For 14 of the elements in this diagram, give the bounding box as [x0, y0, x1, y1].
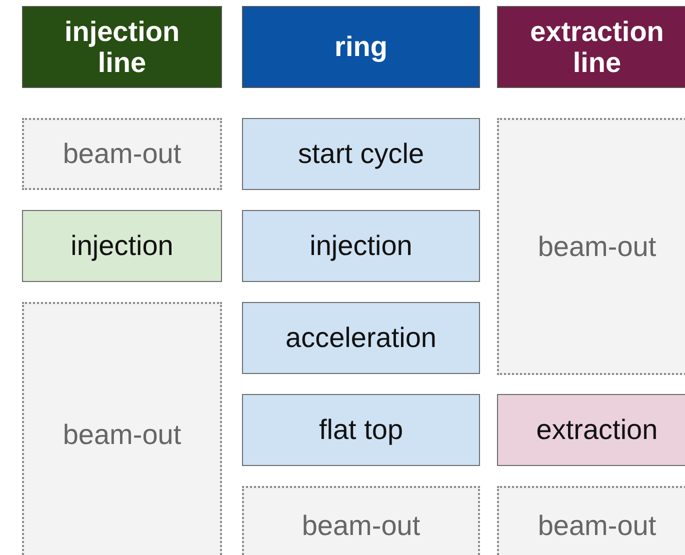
phase-box: acceleration — [242, 302, 480, 374]
phase-box: injection — [242, 210, 480, 282]
phase-box: injection — [22, 210, 222, 282]
header-cell: ring — [242, 6, 480, 88]
header-cell: injection line — [22, 6, 222, 88]
phase-box: flat top — [242, 394, 480, 466]
phase-box: extraction — [497, 394, 685, 466]
phase-box: start cycle — [242, 118, 480, 190]
phase-box: beam-out — [22, 302, 222, 555]
phase-box: beam-out — [22, 118, 222, 190]
header-cell: extraction line — [497, 6, 685, 88]
phase-box: beam-out — [497, 486, 685, 555]
phase-box: beam-out — [497, 118, 685, 375]
phase-box: beam-out — [242, 486, 480, 555]
